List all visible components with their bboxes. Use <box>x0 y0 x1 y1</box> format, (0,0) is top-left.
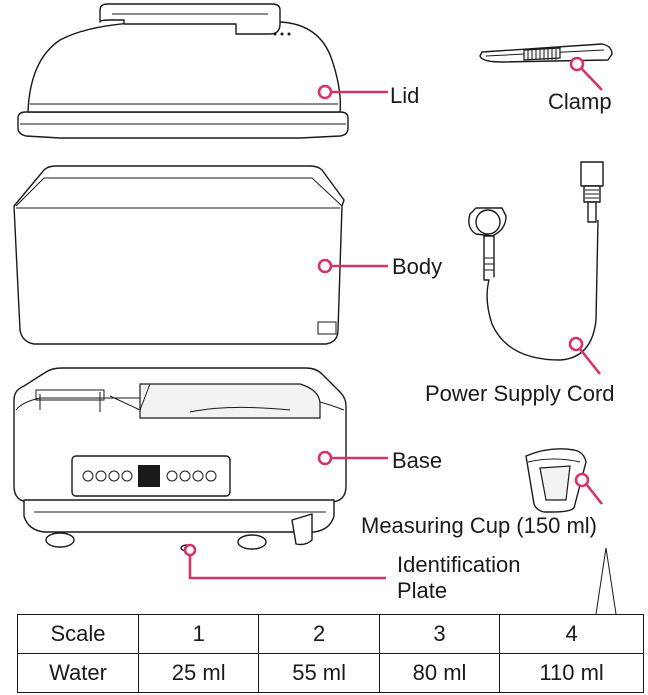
leader-lines <box>183 56 604 580</box>
clamp-marker <box>569 56 585 72</box>
measuring-cup-illustration <box>525 448 587 513</box>
label-power-cord: Power Supply Cord <box>425 381 615 406</box>
water-cell: 110 ml <box>499 653 644 693</box>
base-marker <box>317 450 333 466</box>
label-base: Base <box>392 448 442 473</box>
power-cord-marker <box>568 336 584 352</box>
body-marker <box>317 258 333 274</box>
control-panel <box>71 455 231 497</box>
water-cell: 25 ml <box>137 653 260 693</box>
body-illustration <box>13 165 345 345</box>
power-cord-illustration <box>468 161 604 361</box>
water-cell: 80 ml <box>378 653 501 693</box>
scale-cell: 4 <box>499 614 644 654</box>
label-lid: Lid <box>390 83 419 108</box>
table-row-water: Water 25 ml 55 ml 80 ml 110 ml <box>17 653 644 693</box>
label-clamp: Clamp <box>548 89 612 114</box>
clamp-illustration <box>479 43 613 63</box>
base-illustration <box>13 367 347 552</box>
id-plate-marker <box>183 543 197 557</box>
lid-illustration <box>17 3 349 139</box>
measuring-cup-marker <box>574 472 590 488</box>
water-cell: 55 ml <box>258 653 380 693</box>
scale-cell: 2 <box>258 614 380 654</box>
lid-marker <box>317 84 333 100</box>
label-id-plate-line2: Plate <box>397 578 447 603</box>
scale-cell: 3 <box>378 614 501 654</box>
scale-table: Scale 1 2 3 4 Water 25 ml 55 ml 80 ml 11… <box>17 614 644 693</box>
scale-callout <box>595 547 617 615</box>
table-row-scale: Scale 1 2 3 4 <box>17 614 644 654</box>
label-body: Body <box>392 254 442 279</box>
label-id-plate-line1: Identification <box>397 552 521 577</box>
row-header-scale: Scale <box>17 614 139 654</box>
row-header-water: Water <box>17 653 139 693</box>
label-measuring-cup: Measuring Cup (150 ml) <box>361 513 597 538</box>
scale-cell: 1 <box>137 614 260 654</box>
